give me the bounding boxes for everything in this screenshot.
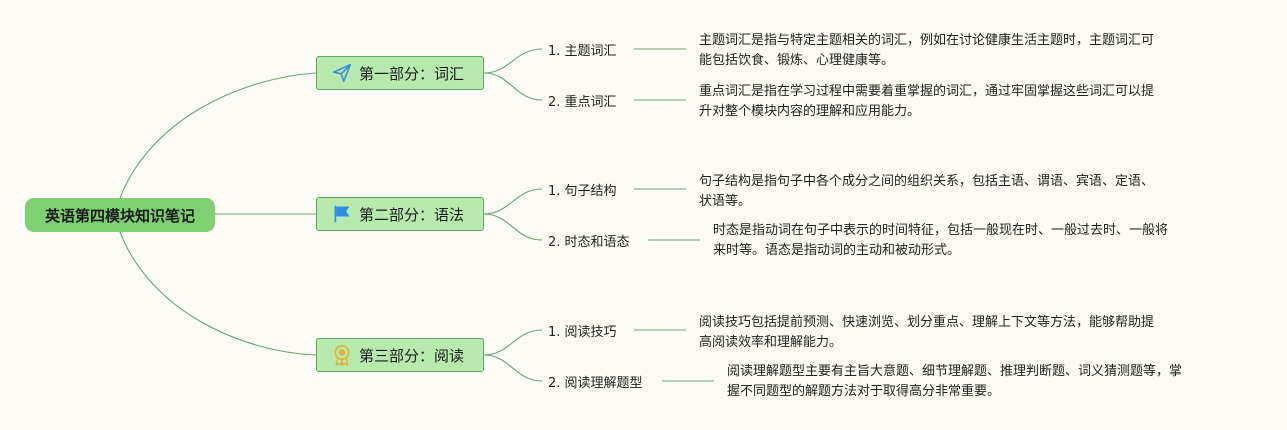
subtopic-node[interactable]: 1. 句子结构 (548, 184, 617, 199)
subtopic-node[interactable]: 2. 阅读理解题型 (548, 376, 643, 391)
description-line: 时态是指动词在句子中表示的时间特征，包括一般现在时、一般过去时、一般将 (713, 223, 1169, 238)
section-node-reading[interactable]: 第三部分：阅读 (316, 338, 484, 372)
connector-s2-sub2 (483, 213, 543, 241)
description-note[interactable]: 时态是指动词在句子中表示的时间特征，包括一般现在时、一般过去时、一般将 来时等。… (713, 221, 1168, 261)
section-title-vocabulary: 第一部分：词汇 (359, 64, 465, 83)
description-note[interactable]: 句子结构是指句子中各个成分之间的组织关系，包括主语、谓语、宾语、定语、 状语等。 (699, 172, 1154, 212)
subtopic-node[interactable]: 2. 重点词汇 (548, 95, 617, 110)
description-line: 升对整个模块内容的理解和应用能力。 (699, 104, 921, 119)
description-line: 阅读技巧包括提前预测、快速浏览、划分重点、理解上下文等方法，能够帮助提 (699, 315, 1155, 330)
description-note[interactable]: 重点词汇是指在学习过程中需要着重掌握的词汇，通过牢固掌握这些词汇可以提 升对整个… (699, 82, 1154, 122)
connector-s3-sub1 (483, 329, 543, 356)
connector-root-section-3 (119, 231, 317, 356)
subtopic-node[interactable]: 1. 主题词汇 (548, 44, 617, 59)
description-line: 状语等。 (699, 194, 752, 209)
description-line: 来时等。语态是指动词的主动和被动形式。 (713, 243, 961, 258)
root-node[interactable]: 英语第四模块知识笔记 (25, 198, 215, 232)
description-note[interactable]: 阅读理解题型主要有主旨大意题、细节理解题、推理判断题、词义猜测题等，掌 握不同题… (727, 362, 1182, 402)
description-line: 阅读理解题型主要有主旨大意题、细节理解题、推理判断题、词义猜测题等，掌 (727, 364, 1183, 379)
description-line: 重点词汇是指在学习过程中需要着重掌握的词汇，通过牢固掌握这些词汇可以提 (699, 84, 1155, 99)
description-line: 主题词汇是指与特定主题相关的词汇，例如在讨论健康生活主题时，主题词汇可 (699, 33, 1155, 48)
section-node-grammar[interactable]: 第二部分：语法 (316, 197, 484, 231)
section-title-grammar: 第二部分：语法 (359, 205, 465, 224)
description-note[interactable]: 阅读技巧包括提前预测、快速浏览、划分重点、理解上下文等方法，能够帮助提 高阅读效… (699, 313, 1154, 353)
subtopic-node[interactable]: 1. 阅读技巧 (548, 325, 617, 340)
connector-s3-sub2 (483, 354, 543, 382)
description-line: 能包括饮食、锻炼、心理健康等。 (699, 53, 895, 68)
paper-plane-icon (331, 62, 353, 84)
description-line: 握不同题型的解题方法对于取得高分非常重要。 (727, 384, 1001, 399)
description-line: 句子结构是指句子中各个成分之间的组织关系，包括主语、谓语、宾语、定语、 (699, 174, 1155, 189)
description-line: 高阅读效率和理解能力。 (699, 335, 843, 350)
award-medal-icon (331, 344, 353, 366)
connector-s2-sub1 (483, 188, 543, 215)
connector-s1-sub1 (483, 48, 543, 74)
section-title-reading: 第三部分：阅读 (359, 346, 465, 365)
flag-icon (331, 203, 353, 225)
connector-root-section-1 (119, 72, 317, 199)
description-note[interactable]: 主题词汇是指与特定主题相关的词汇，例如在讨论健康生活主题时，主题词汇可 能包括饮… (699, 31, 1154, 71)
section-node-vocabulary[interactable]: 第一部分：词汇 (316, 56, 484, 90)
root-title: 英语第四模块知识笔记 (44, 206, 195, 225)
subtopic-node[interactable]: 2. 时态和语态 (548, 235, 630, 250)
connector-s1-sub2 (483, 72, 543, 101)
